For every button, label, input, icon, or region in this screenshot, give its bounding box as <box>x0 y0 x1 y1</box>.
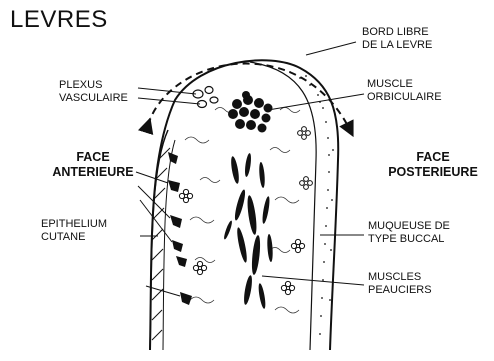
vascular-plexus <box>193 87 218 108</box>
orbicularis-muscle <box>228 91 273 133</box>
label-line: MUQUEUSE DE <box>368 220 450 233</box>
label-face-anterieure: FACE ANTERIEURE <box>46 150 140 180</box>
label-line: DE LA LEVRE <box>362 39 432 52</box>
hair-follicles <box>168 152 192 305</box>
label-line: POSTERIEURE <box>378 165 488 180</box>
central-muscle-fibers <box>223 153 274 309</box>
label-line: PLEXUS <box>59 79 128 92</box>
label-face-posterieure: FACE POSTERIEURE <box>378 150 488 180</box>
label-line: MUSCLES <box>368 271 432 284</box>
label-line: EPITHELIUM <box>41 218 107 231</box>
lip-outline <box>150 60 338 350</box>
label-line: ANTERIEURE <box>46 165 140 180</box>
epithelium-hatching <box>150 130 175 350</box>
label-line: MUSCLE <box>367 78 442 91</box>
page-title: LEVRES <box>10 6 108 34</box>
label-line: ORBICULAIRE <box>367 91 442 104</box>
leader-lines <box>136 42 364 296</box>
connective-tissue <box>185 108 300 314</box>
label-line: FACE <box>378 150 488 165</box>
label-muscle-orbiculaire: MUSCLE ORBICULAIRE <box>367 78 442 104</box>
label-line: FACE <box>46 150 140 165</box>
label-line: VASCULAIRE <box>59 92 128 105</box>
label-line: PEAUCIERS <box>368 284 432 297</box>
label-epithelium: EPITHELIUM CUTANE <box>41 218 107 244</box>
label-line: TYPE BUCCAL <box>368 233 450 246</box>
label-muscles-peauciers: MUSCLES PEAUCIERS <box>368 271 432 297</box>
label-line: BORD LIBRE <box>362 26 432 39</box>
label-muqueuse: MUQUEUSE DE TYPE BUCCAL <box>368 220 450 246</box>
gland-clusters <box>179 127 312 295</box>
label-plexus: PLEXUS VASCULAIRE <box>59 79 128 105</box>
label-line: CUTANE <box>41 231 107 244</box>
label-bord-libre: BORD LIBRE DE LA LEVRE <box>362 26 432 52</box>
